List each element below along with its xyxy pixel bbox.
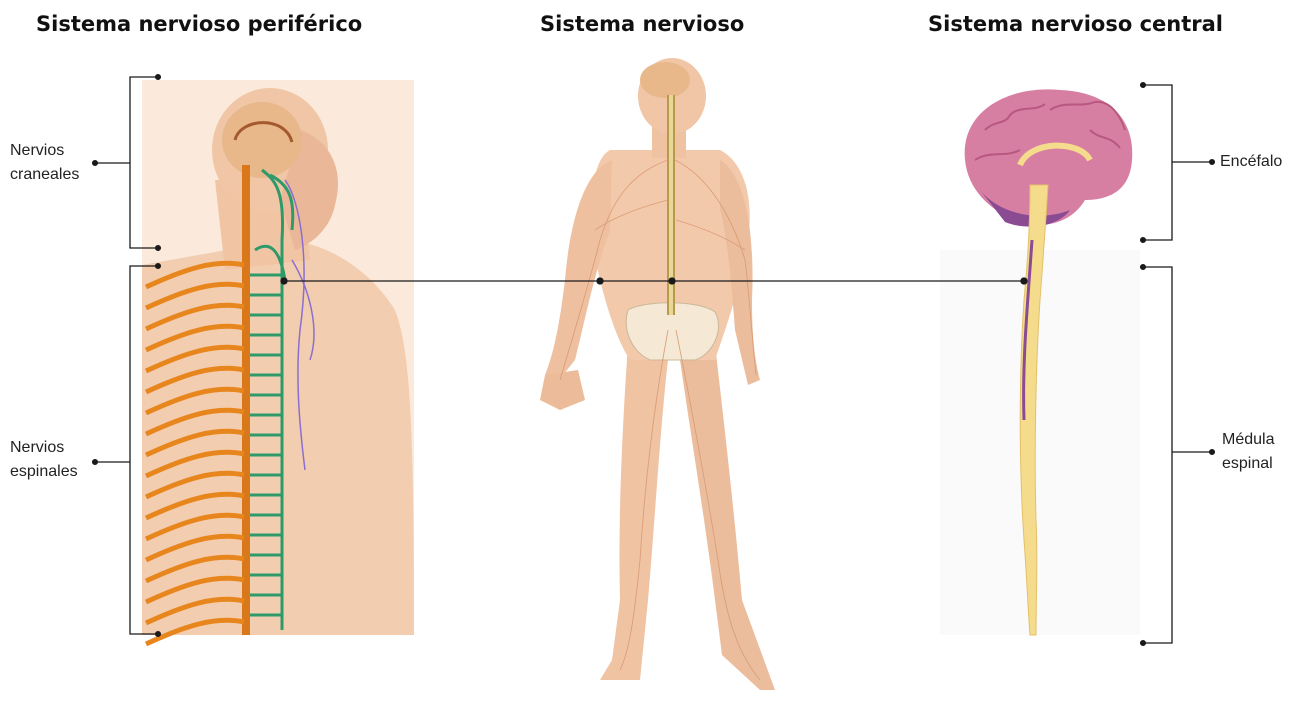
label-spinal-cord-line1: Médula: [1222, 428, 1274, 452]
central-brackets: [1141, 83, 1215, 646]
label-spinal-cord-line2: espinal: [1222, 452, 1274, 476]
peripheral-illustration: [142, 80, 414, 644]
label-spinal-nerves-line1: Nervios: [10, 436, 78, 460]
full-body-illustration: [540, 58, 775, 690]
label-spinal-nerves-line2: espinales: [10, 460, 78, 484]
peripheral-spinal-cord: [242, 165, 250, 635]
brain-cord-illustration: [940, 89, 1140, 635]
label-cranial-nerves-line2: craneales: [10, 163, 79, 187]
label-cranial-nerves: Nervios craneales: [10, 139, 79, 187]
label-cranial-nerves-line1: Nervios: [10, 139, 79, 163]
label-brain: Encéfalo: [1220, 150, 1282, 174]
brain-shape: [965, 89, 1133, 224]
label-spinal-nerves: Nervios espinales: [10, 436, 78, 484]
label-spinal-cord: Médula espinal: [1222, 428, 1274, 476]
